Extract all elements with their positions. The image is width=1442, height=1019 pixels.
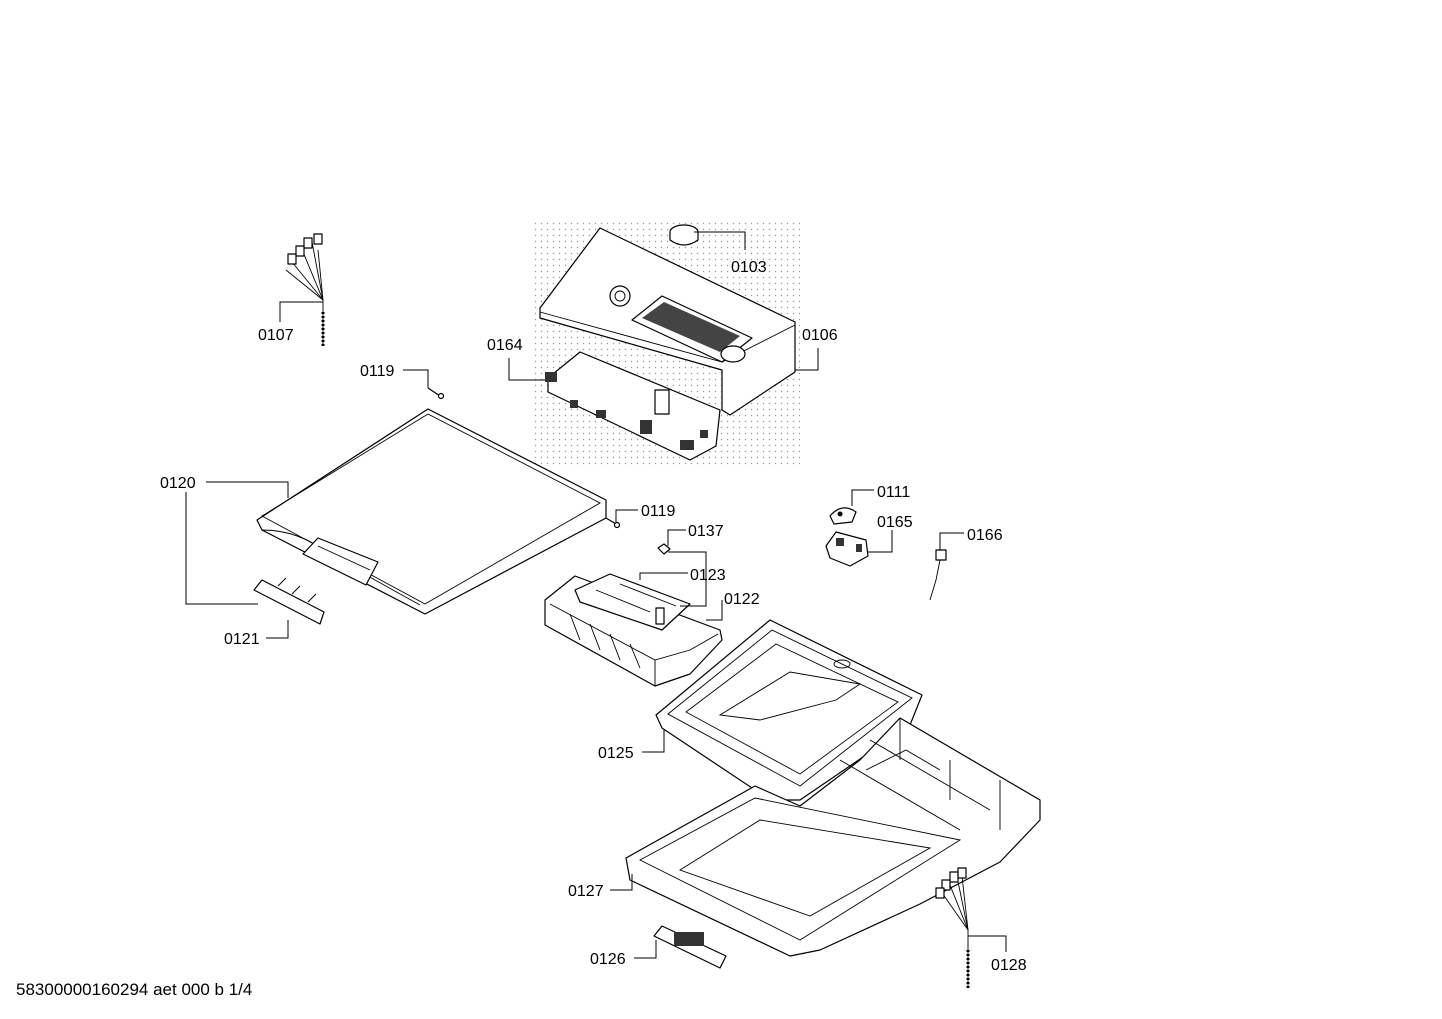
leader-0137-down: [668, 551, 707, 607]
leader-0121: [266, 620, 289, 639]
leader-0164: [508, 358, 545, 381]
label-0122: 0122: [724, 591, 760, 608]
part-0107-wire-harness: [285, 233, 325, 347]
part-0128-wire-harness: [935, 867, 970, 988]
document-id: 58300000160294 aet 000 b 1/4: [16, 980, 253, 999]
part-0103-knob: [669, 224, 699, 246]
part-0137-clip: [657, 543, 671, 555]
part-0106-control-panel: [539, 227, 796, 416]
part-0126-bracket: [653, 925, 727, 969]
label-0137: 0137: [688, 523, 724, 540]
leader-0125: [642, 730, 665, 753]
part-0121-handle: [253, 577, 325, 625]
label-0103: 0103: [731, 259, 767, 276]
leader-0127: [610, 874, 633, 891]
leader-0103: [694, 231, 746, 250]
part-0120-lid: [256, 408, 607, 615]
label-0164: 0164: [487, 337, 523, 354]
leader-0111: [851, 489, 874, 506]
leader-0123: [639, 572, 688, 580]
leader-0137: [667, 529, 686, 546]
leader-0106: [795, 348, 819, 371]
leader-0126: [634, 940, 657, 959]
part-0164-control-board: [545, 351, 721, 461]
label-0119-lower: 0119: [641, 503, 676, 520]
leader-0120: [206, 481, 289, 498]
label-0107: 0107: [258, 327, 294, 344]
label-0119-upper: 0119: [360, 363, 395, 380]
leader-0107: [279, 301, 323, 322]
leader-0119a: [403, 369, 429, 388]
label-0126: 0126: [590, 951, 626, 968]
label-0111: 0111: [877, 484, 910, 501]
part-0123-dispenser-drawer: [574, 573, 691, 631]
label-0165: 0165: [877, 514, 913, 531]
label-0127: 0127: [568, 883, 604, 900]
label-0120: 0120: [160, 475, 196, 492]
part-0125-tub-ring: [655, 619, 923, 801]
part-0127-top-frame: [625, 717, 1041, 957]
leader-0120-down: [185, 492, 258, 605]
label-0128: 0128: [991, 957, 1027, 974]
part-0111-cap: [829, 507, 857, 525]
leader-0128: [968, 935, 1007, 952]
leader-0166: [939, 532, 964, 550]
leader-0165: [868, 530, 893, 553]
label-0123: 0123: [690, 567, 726, 584]
label-0121: 0121: [224, 631, 260, 648]
part-0119-pin-lower: [605, 517, 621, 529]
label-0106: 0106: [802, 327, 838, 344]
label-0125: 0125: [598, 745, 634, 762]
part-0166-sensor: [929, 549, 947, 601]
label-0166: 0166: [967, 527, 1003, 544]
leader-0122: [706, 600, 723, 621]
part-0165-door-lock: [825, 531, 869, 567]
leader-0119b: [615, 509, 638, 522]
part-0119-pin-upper: [427, 387, 445, 400]
